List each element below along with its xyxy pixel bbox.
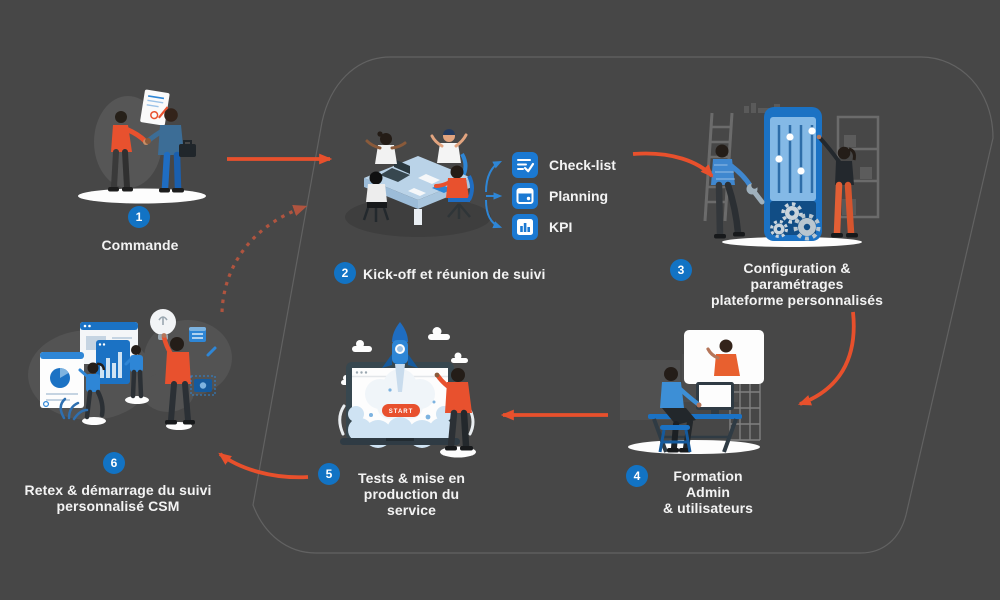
desktop-monitor (696, 382, 734, 414)
desk (648, 414, 742, 419)
badge-planning-label: Planning (549, 188, 609, 204)
wrench-icon (746, 182, 765, 205)
step-6-label-line-1: Retex & démarrage du suivi (24, 482, 212, 498)
step-5-number-badge: 5 (318, 463, 340, 485)
badge-planning: Planning (512, 183, 616, 209)
step-5-label-line-1: Tests & mise en (357, 470, 466, 486)
mini-pen-icon (206, 346, 217, 357)
kpi-chart-icon (512, 214, 538, 240)
step-4-label: Formation Admin & utilisateurs (650, 468, 766, 516)
step-1-label: Commande (101, 237, 179, 253)
dashboard-panel-left (40, 352, 84, 408)
illustration-team-kickoff-meeting (345, 129, 491, 237)
illustration-admin-users-training (620, 330, 764, 454)
checklist-icon (512, 152, 538, 178)
dashboard-chart-screen (96, 340, 130, 384)
step-3-label-line-1: Configuration & paramétrages (743, 260, 851, 292)
lightbulb-icon (150, 309, 176, 340)
arrow-step6-to-step2-feedback-dashed (220, 205, 308, 313)
person-technician (711, 144, 765, 239)
step-5-label-line-2: production du service (363, 486, 460, 518)
illustration-retex-dashboards (28, 309, 232, 430)
illustration-handshake-order (78, 89, 206, 204)
start-button: START (382, 404, 420, 417)
step-4-label-line-2: & utilisateurs (662, 500, 754, 516)
mini-photo-icon (190, 375, 216, 396)
calendar-icon (512, 183, 538, 209)
step-3-label: Configuration & paramétrages plateforme … (697, 260, 897, 308)
plant-leaves (59, 397, 89, 421)
step-6-number-badge: 6 (103, 452, 125, 474)
step-4-number-badge: 4 (626, 465, 648, 487)
step-5-label: Tests & mise en production du service (343, 470, 480, 518)
person-client (108, 111, 149, 192)
badge-checklist: Check-list (512, 152, 616, 178)
step-2-number-badge: 2 (334, 262, 356, 284)
contract-document-icon (140, 89, 170, 126)
arrow-step3-to-step4 (797, 311, 856, 406)
badge-kpi-label: KPI (549, 219, 573, 235)
briefcase-icon (179, 144, 196, 157)
badge-kpi: KPI (512, 214, 616, 240)
step-3-label-line-2: plateforme personnalisés (710, 292, 883, 308)
person-meeting-topright (430, 129, 468, 163)
meeting-outputs: Check-list Planning KPI (512, 152, 616, 245)
step-3-number-badge: 3 (670, 259, 692, 281)
person-account-manager (145, 108, 196, 193)
step-6-label: Retex & démarrage du suivi personnalisé … (18, 482, 218, 514)
person-reviewer (78, 362, 106, 425)
person-analyst (124, 345, 149, 404)
person-csm (161, 333, 195, 430)
step-6-label-line-2: personnalisé CSM (56, 498, 180, 514)
mini-calendar-icon (189, 327, 206, 342)
illustration-rocket-launch: START (338, 322, 476, 458)
settings-panel (764, 107, 822, 241)
person-meeting-topleft (365, 131, 407, 164)
step-2-label: Kick-off et réunion de suivi (363, 266, 546, 282)
illustration-platform-configuration (703, 103, 880, 247)
badge-checklist-label: Check-list (549, 157, 616, 173)
step-4-label-line-1: Formation Admin (673, 468, 743, 500)
step-1-number-badge: 1 (128, 206, 150, 228)
arrow-step5-to-step6 (218, 452, 309, 480)
start-button-label: START (389, 409, 414, 415)
